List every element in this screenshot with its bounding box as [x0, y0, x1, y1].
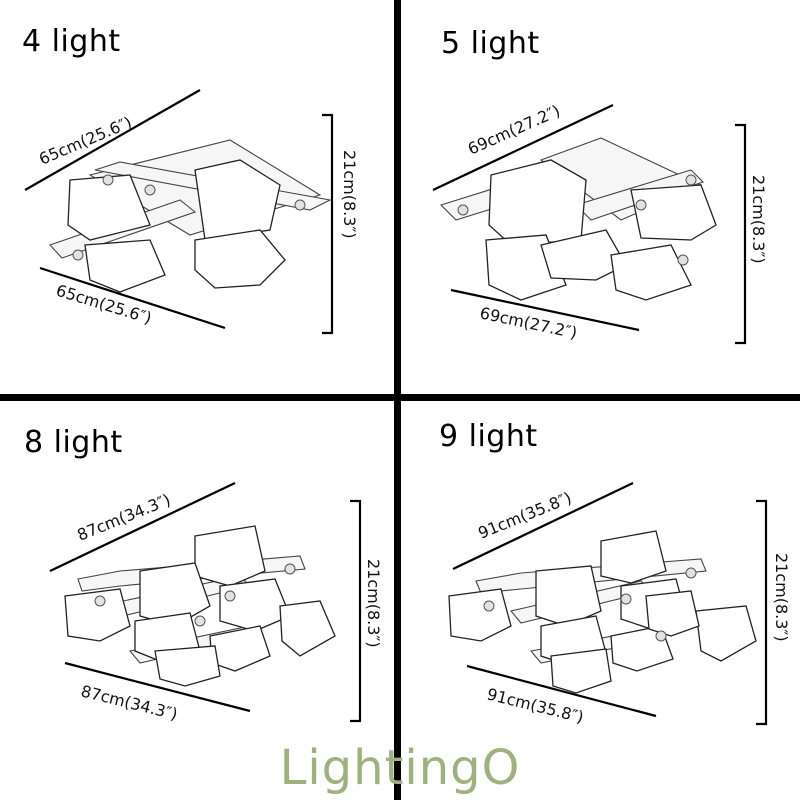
panel-title: 9 light — [439, 419, 538, 454]
lamp-diagram: 65cm(25.6″) 65cm(25.6″) 21cm(8.3″) — [24, 89, 359, 335]
width-dimension-label: 65cm(25.6″) — [36, 113, 134, 169]
panel-4-light: 4 light 65cm(25.6″) 65cm(25.6″) 21cm(8.3… — [0, 0, 394, 394]
depth-dimension-label: 69cm(27.2″) — [478, 303, 579, 342]
brand-logo: LightingO — [0, 740, 800, 796]
panel-9-light: 9 light 91cm(35.8″) 91cm(35.8″) 21cm(8.3… — [401, 401, 800, 800]
panel-title: 8 light — [24, 425, 123, 460]
height-dimension-label: 21cm(8.3″) — [749, 175, 768, 264]
horizontal-divider — [0, 394, 800, 401]
height-dimension-label: 21cm(8.3″) — [364, 559, 383, 648]
lamp-sketch — [49, 139, 332, 293]
lamp-sketch — [64, 525, 336, 687]
height-dimension-label: 21cm(8.3″) — [772, 553, 791, 642]
logo-text: LightingO — [279, 740, 521, 796]
panel-8-light: 8 light 87cm(34.3″) 87cm(34.3″) 21cm(8.3… — [0, 401, 394, 800]
lamp-sketch — [448, 530, 757, 694]
panel-title: 4 light — [22, 24, 121, 59]
width-dimension-label: 69cm(27.2″) — [465, 101, 563, 159]
lamp-sketch — [439, 137, 717, 301]
lamp-diagram: 87cm(34.3″) 87cm(34.3″) 21cm(8.3″) — [49, 482, 383, 724]
height-dimension-label: 21cm(8.3″) — [340, 150, 359, 239]
lamp-diagram: 91cm(35.8″) 91cm(35.8″) 21cm(8.3″) — [448, 482, 791, 727]
panel-5-light: 5 light 69cm(27.2″) 69cm(27.2″) 21cm(8.3… — [401, 0, 800, 394]
lamp-diagram: 69cm(27.2″) 69cm(27.2″) 21cm(8.3″) — [432, 101, 768, 345]
panel-title: 5 light — [441, 26, 540, 61]
